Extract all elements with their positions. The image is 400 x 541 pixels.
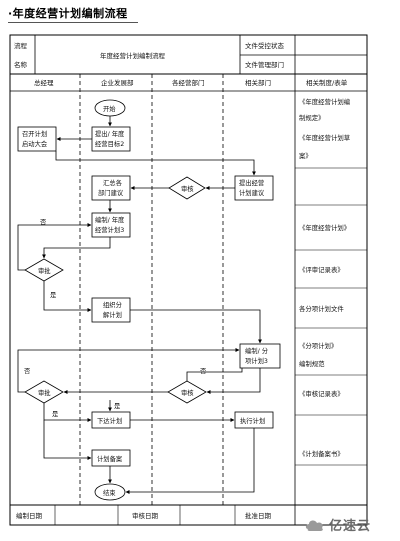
doc-line-3: 《年度经营计划草 bbox=[299, 133, 351, 142]
edge-no-1: 否 bbox=[40, 218, 47, 226]
footer-drafted-date: 编制日期 bbox=[16, 511, 43, 520]
doc-line-2: 制规定》 bbox=[299, 113, 325, 122]
archive-plan-label: 计划备案 bbox=[97, 454, 123, 463]
page-title: ·年度经营计划编制流程 bbox=[8, 7, 128, 20]
header-process-name: 年度经营计划编制流程 bbox=[100, 51, 166, 60]
column-header-c2: 企业发展部 bbox=[101, 78, 134, 87]
draft-plan-box bbox=[91, 212, 131, 238]
draft-line1: 编制/ 年度 bbox=[95, 215, 125, 224]
organize-line2: 解计划 bbox=[103, 310, 122, 319]
column-header-c1: 总经理 bbox=[34, 78, 54, 87]
doc-line-4: 案》 bbox=[299, 151, 312, 160]
doc-line-11: 《计划备案书》 bbox=[299, 449, 344, 458]
column-header-c5: 相关制度/表单 bbox=[306, 78, 348, 87]
outer-frame bbox=[9, 34, 368, 526]
review-2-label: 审核 bbox=[181, 388, 194, 397]
review-1-label: 审核 bbox=[181, 184, 194, 193]
doc-line-1: 《年度经营计划编 bbox=[299, 97, 350, 106]
edge-yes-1: 是 bbox=[50, 291, 57, 299]
doc-line-7: 各分项计划文件 bbox=[299, 304, 344, 313]
organize-breakdown-box bbox=[91, 297, 131, 323]
watermark-text: 亿速云 bbox=[329, 519, 372, 534]
propose-goals-line2: 经营目标2 bbox=[95, 139, 124, 148]
organize-line1: 组织分 bbox=[103, 300, 123, 309]
doc-line-9: 编制规范 bbox=[299, 359, 325, 368]
submit-suggestions-box bbox=[234, 175, 274, 201]
edge-no-3: 否 bbox=[200, 367, 207, 375]
collect-line1: 汇总各 bbox=[103, 178, 123, 187]
kickoff-line2: 启动大会 bbox=[22, 139, 48, 148]
start-label: 开始 bbox=[103, 104, 116, 113]
submit-line2: 计划建议 bbox=[239, 188, 265, 197]
propose-goals-box bbox=[91, 126, 131, 152]
archive-plan-box bbox=[91, 449, 131, 467]
edge-no-2: 否 bbox=[24, 367, 31, 375]
collect-suggestions-box bbox=[91, 175, 131, 201]
end-node bbox=[94, 483, 126, 501]
doc-line-6: 《评审记录表》 bbox=[299, 265, 344, 274]
kickoff-line1: 召开计划 bbox=[22, 129, 47, 138]
execute-plan-label: 执行计划 bbox=[240, 416, 265, 425]
doc-line-5: 《年度经营计划》 bbox=[299, 223, 350, 232]
approve-1-label: 审批 bbox=[38, 266, 51, 275]
watermark: 亿速云 bbox=[305, 515, 371, 534]
cloud-logo-icon bbox=[305, 519, 323, 531]
review-diamond-1 bbox=[168, 176, 206, 200]
draft-subplan-box bbox=[239, 343, 281, 369]
doc-line-10: 《审核记录表》 bbox=[299, 389, 344, 398]
propose-goals-line1: 提出/ 年度 bbox=[95, 129, 125, 138]
edge-yes-3: 是 bbox=[114, 402, 121, 410]
review-diamond-2 bbox=[167, 380, 207, 404]
header-process-label: 流程 bbox=[14, 41, 28, 50]
footer-reviewed-date: 审核日期 bbox=[132, 511, 159, 520]
edge-yes-2: 是 bbox=[52, 410, 59, 418]
subplan-line1: 编制/ 分 bbox=[245, 346, 269, 355]
header-dept: 文件管理部门 bbox=[245, 60, 284, 69]
draft-line2: 经营计划3 bbox=[95, 225, 124, 234]
header-doc-status: 文件受控状态 bbox=[245, 41, 285, 50]
subplan-line2: 项计划3 bbox=[245, 356, 268, 365]
header-name-label: 名称 bbox=[14, 60, 28, 69]
collect-line2: 部门建议 bbox=[98, 188, 124, 197]
footer-approved-date: 批准日期 bbox=[245, 511, 272, 520]
issue-plan-label: 下达计划 bbox=[97, 416, 122, 425]
approve-2-label: 审批 bbox=[38, 388, 51, 397]
column-header-c3: 各经营部门 bbox=[172, 78, 205, 87]
kickoff-meeting-box bbox=[17, 126, 57, 152]
column-header-c4: 相关部门 bbox=[245, 78, 271, 87]
doc-line-8: 《分项计划》 bbox=[299, 341, 337, 350]
end-label: 结束 bbox=[103, 488, 116, 497]
title-underline bbox=[8, 22, 138, 23]
submit-line1: 提出经营 bbox=[239, 178, 264, 187]
